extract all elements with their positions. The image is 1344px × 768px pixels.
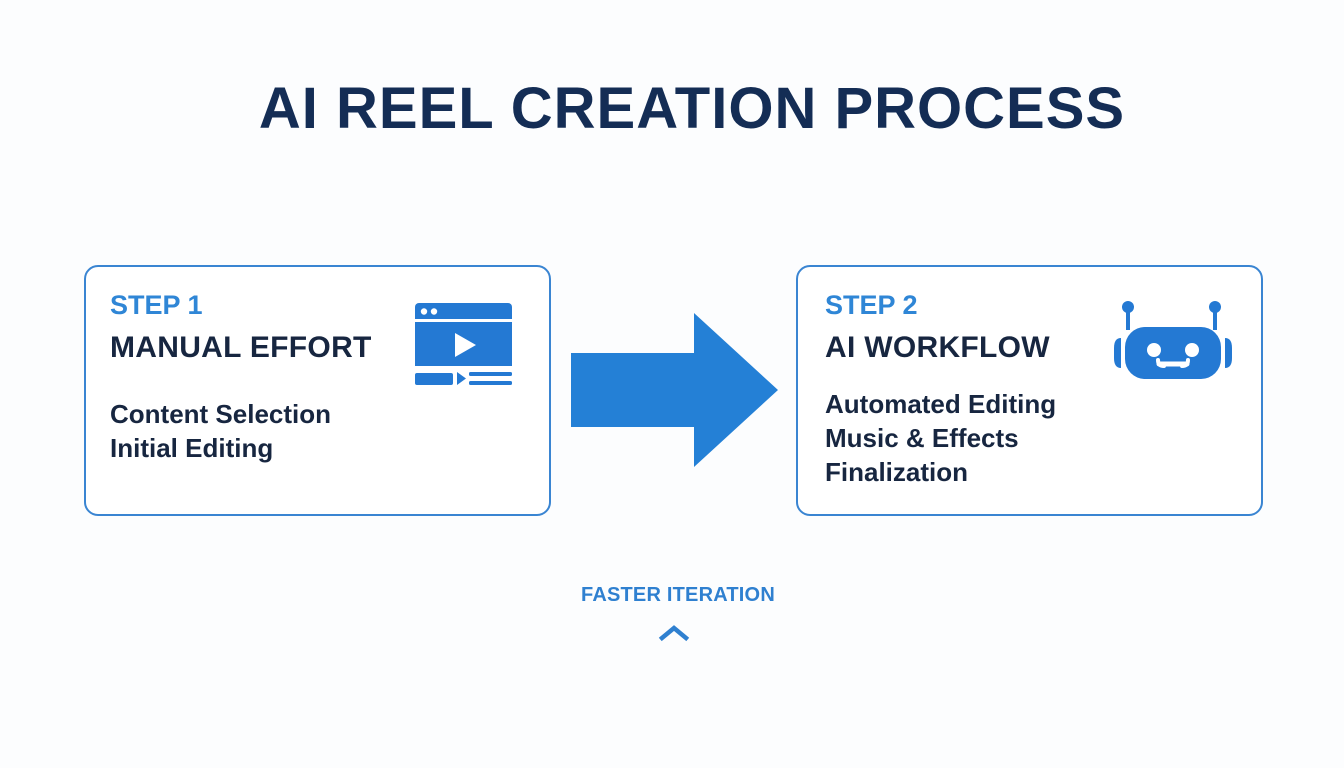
chevron-up-icon [658,625,690,642]
step-card-2: STEP 2 AI WORKFLOW Automated Editing Mus… [796,265,1263,516]
step-item: Content Selection [110,399,332,429]
step-item: Finalization [825,457,968,487]
step-card-1: STEP 1 MANUAL EFFORT Content Selection I… [84,265,551,516]
step-item-list: Content Selection Initial Editing [110,397,331,465]
video-player-icon [415,303,512,385]
robot-icon [1114,301,1232,379]
footer-label: FASTER ITERATION [581,584,775,606]
page-title: AI REEL CREATION PROCESS [258,76,1126,141]
step-heading: MANUAL EFFORT [110,331,372,364]
step-item: Automated Editing [825,389,1057,419]
step-item: Music & Effects [825,423,1019,453]
right-arrow-icon [571,313,778,467]
step-item: Initial Editing [110,433,274,463]
step-label: STEP 1 [110,290,203,320]
step-item-list: Automated Editing Music & Effects Finali… [825,387,1056,489]
step-heading: AI WORKFLOW [825,331,1050,364]
step-label: STEP 2 [825,290,918,320]
